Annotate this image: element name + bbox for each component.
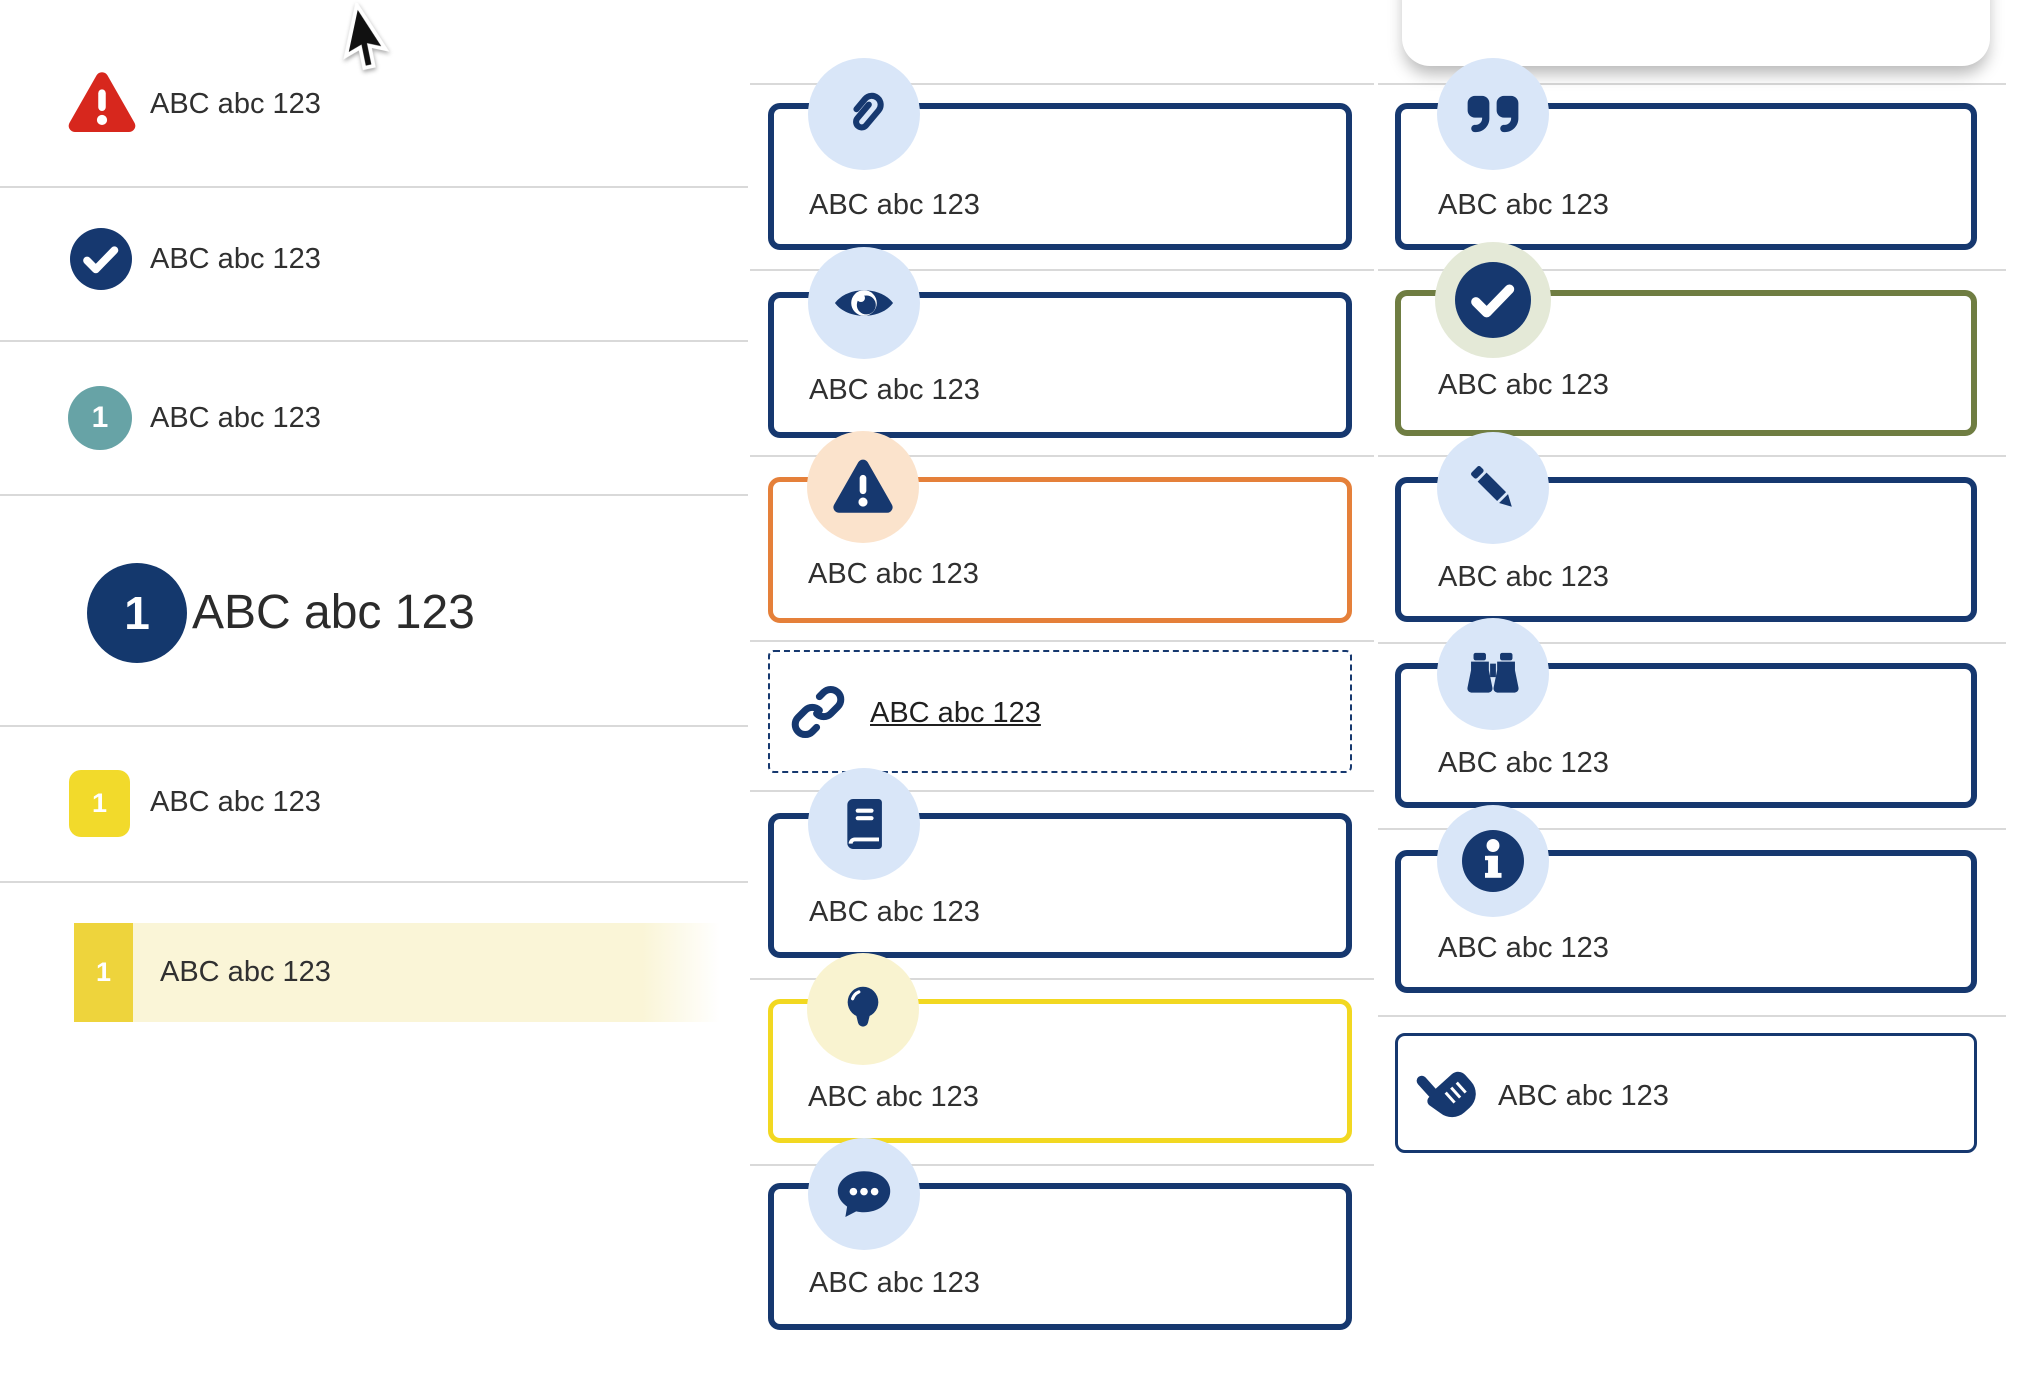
badge-number: 1 bbox=[95, 957, 112, 987]
divider bbox=[0, 725, 748, 727]
callout-edit: ABC abc 123 bbox=[1395, 432, 1977, 622]
list-item-label: ABC abc 123 bbox=[150, 243, 321, 275]
icon-circle bbox=[807, 431, 919, 543]
list-item-label: ABC abc 123 bbox=[160, 956, 331, 988]
paperclip-icon bbox=[853, 92, 884, 131]
callout-link-text[interactable]: ABC abc 123 bbox=[870, 697, 1041, 729]
check-circle-icon bbox=[1455, 262, 1531, 338]
badge-number: 1 bbox=[91, 788, 108, 818]
check-circle-icon bbox=[70, 228, 132, 290]
callout-label: ABC abc 123 bbox=[1438, 561, 1609, 593]
icon-circle bbox=[808, 1138, 920, 1250]
icon-circle bbox=[1435, 242, 1551, 358]
quote-icon bbox=[1467, 95, 1519, 133]
warning-triangle-icon bbox=[833, 459, 893, 513]
divider bbox=[750, 269, 1374, 271]
callout-success: ABC abc 123 bbox=[1395, 242, 1977, 436]
binoculars-icon bbox=[1467, 652, 1519, 693]
divider bbox=[1378, 642, 2006, 644]
list-item-label: ABC abc 123 bbox=[150, 88, 321, 120]
list-item-label: ABC abc 123 bbox=[150, 786, 321, 818]
callout-observe: ABC abc 123 bbox=[768, 247, 1352, 438]
callout-tip: ABC abc 123 bbox=[768, 953, 1352, 1143]
yellow-number-badge: 1 bbox=[74, 923, 133, 1022]
hand-pointer-icon bbox=[1416, 1071, 1476, 1118]
warning-triangle-icon bbox=[68, 72, 136, 132]
divider bbox=[0, 881, 748, 883]
list-item-label: ABC abc 123 bbox=[150, 402, 321, 434]
callout-discussion: ABC abc 123 bbox=[768, 1138, 1352, 1330]
divider bbox=[1378, 1015, 2006, 1017]
large-number-badge: 1 bbox=[87, 563, 187, 663]
callout-action[interactable]: ABC abc 123 bbox=[1395, 1033, 1977, 1153]
icon-circle bbox=[808, 768, 920, 880]
icon-circle bbox=[1437, 618, 1549, 730]
divider bbox=[1378, 83, 2006, 85]
divider bbox=[750, 640, 1374, 642]
callout-label: ABC abc 123 bbox=[1498, 1080, 1669, 1112]
badge-number: 1 bbox=[91, 401, 109, 434]
callout-label: ABC abc 123 bbox=[1438, 369, 1609, 401]
pencil-icon bbox=[1471, 466, 1512, 507]
divider bbox=[1378, 455, 2006, 457]
badge-number: 1 bbox=[124, 587, 150, 639]
callout-quote: ABC abc 123 bbox=[1395, 58, 1977, 250]
callout-info: ABC abc 123 bbox=[1395, 805, 1977, 993]
callout-label: ABC abc 123 bbox=[809, 374, 980, 406]
icon-circle bbox=[807, 953, 919, 1065]
divider bbox=[0, 340, 748, 342]
callout-label: ABC abc 123 bbox=[809, 896, 980, 928]
divider bbox=[0, 494, 748, 496]
icon-circle bbox=[1437, 432, 1549, 544]
icon-circle bbox=[808, 247, 920, 359]
callout-label: ABC abc 123 bbox=[809, 1267, 980, 1299]
divider bbox=[750, 455, 1374, 457]
chat-icon bbox=[837, 1171, 891, 1217]
teal-number-badge: 1 bbox=[68, 386, 132, 450]
divider bbox=[1378, 269, 2006, 271]
divider bbox=[750, 790, 1374, 792]
callout-reference: ABC abc 123 bbox=[768, 768, 1352, 958]
list-item-question-active[interactable]: 1 ABC abc 123 bbox=[74, 923, 720, 1022]
icon-circle bbox=[808, 58, 920, 170]
icon-circle bbox=[1437, 58, 1549, 170]
callout-label: ABC abc 123 bbox=[808, 1081, 979, 1113]
section-heading-label: ABC abc 123 bbox=[192, 586, 475, 639]
divider bbox=[0, 186, 748, 188]
callout-label: ABC abc 123 bbox=[1438, 932, 1609, 964]
callout-label: ABC abc 123 bbox=[1438, 189, 1609, 221]
callout-attachment: ABC abc 123 bbox=[768, 58, 1352, 250]
callout-warning: ABC abc 123 bbox=[768, 431, 1352, 623]
yellow-number-badge: 1 bbox=[69, 770, 130, 837]
callout-label: ABC abc 123 bbox=[808, 558, 979, 590]
divider bbox=[750, 83, 1374, 85]
info-icon bbox=[1462, 830, 1524, 892]
icon-circle bbox=[1437, 805, 1549, 917]
eye-icon bbox=[834, 290, 894, 316]
callout-label: ABC abc 123 bbox=[1438, 747, 1609, 779]
divider bbox=[750, 978, 1374, 980]
divider bbox=[750, 1164, 1374, 1166]
callout-link[interactable]: ABC abc 123 bbox=[768, 650, 1352, 773]
link-icon bbox=[791, 685, 845, 739]
callout-label: ABC abc 123 bbox=[809, 189, 980, 221]
callout-search: ABC abc 123 bbox=[1395, 618, 1977, 808]
divider bbox=[1378, 828, 2006, 830]
book-icon bbox=[847, 799, 882, 849]
lightbulb-icon bbox=[847, 986, 879, 1027]
mouse-cursor bbox=[343, 2, 390, 71]
floating-card bbox=[1402, 0, 1990, 66]
